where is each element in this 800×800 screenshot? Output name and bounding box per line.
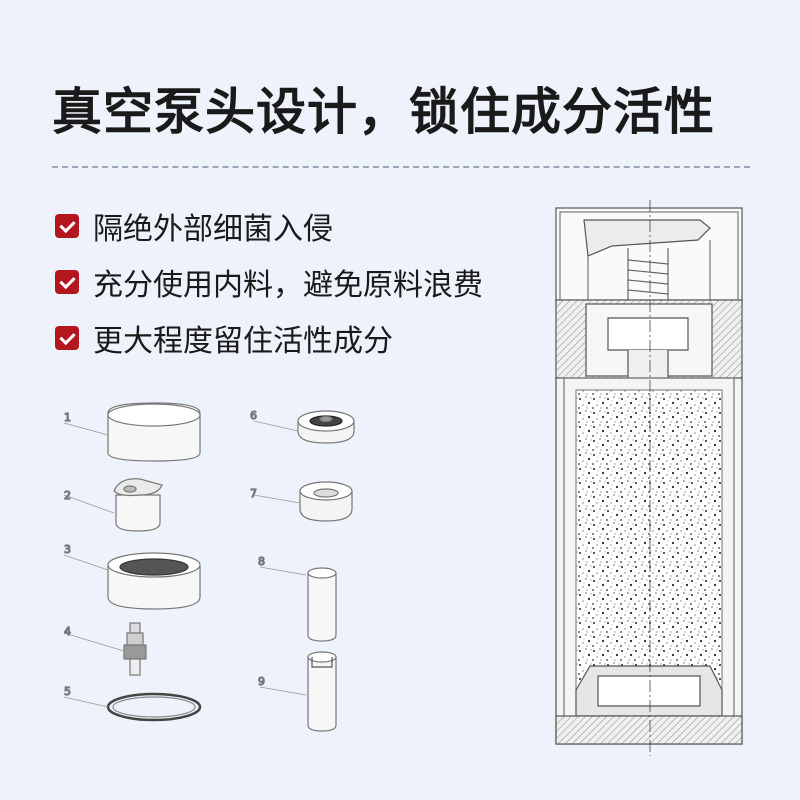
part-1-cap: 1 bbox=[63, 402, 201, 462]
part-label: 3 bbox=[64, 543, 71, 556]
part-9-bottle: 9 bbox=[257, 651, 337, 732]
part-label: 2 bbox=[64, 489, 71, 502]
feature-text: 充分使用内料，避免原料浪费 bbox=[93, 268, 483, 303]
part-label: 6 bbox=[250, 409, 257, 422]
feature-item: 更大程度留住活性成分 bbox=[55, 320, 483, 359]
part-label: 5 bbox=[64, 685, 71, 698]
checkbox-icon bbox=[55, 214, 79, 238]
part-label: 8 bbox=[258, 555, 265, 568]
part-5-ring: 5 bbox=[63, 684, 202, 722]
feature-item: 隔绝外部细菌入侵 bbox=[55, 208, 483, 247]
exploded-parts-diagram: 1 2 3 4 bbox=[63, 402, 355, 732]
cross-section-diagram bbox=[555, 200, 743, 756]
part-4-piston: 4 bbox=[63, 622, 147, 676]
part-7-inner-ring: 7 bbox=[249, 481, 353, 522]
dashed-divider bbox=[52, 166, 750, 168]
page-title: 真空泵头设计，锁住成分活性 bbox=[52, 83, 715, 141]
part-2-pump-head: 2 bbox=[63, 478, 163, 532]
part-6-seal: 6 bbox=[249, 408, 355, 444]
part-8-tube: 8 bbox=[257, 554, 337, 642]
feature-item: 充分使用内料，避免原料浪费 bbox=[55, 264, 483, 303]
checkbox-icon bbox=[55, 326, 79, 350]
part-3-collar: 3 bbox=[63, 542, 201, 610]
part-label: 9 bbox=[258, 675, 265, 688]
checkbox-icon bbox=[55, 270, 79, 294]
part-label: 7 bbox=[250, 487, 257, 500]
feature-text: 更大程度留住活性成分 bbox=[93, 324, 393, 359]
feature-text: 隔绝外部细菌入侵 bbox=[93, 212, 333, 247]
part-label: 1 bbox=[64, 411, 71, 424]
feature-list: 隔绝外部细菌入侵 充分使用内料，避免原料浪费 更大程度留住活性成分 bbox=[55, 208, 483, 376]
part-label: 4 bbox=[64, 625, 71, 638]
